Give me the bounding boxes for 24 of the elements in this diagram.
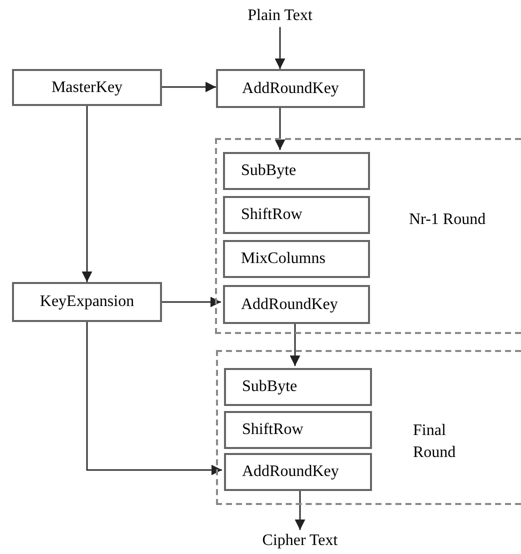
arrow [290, 322, 300, 366]
round-label: Final Round [413, 421, 457, 463]
process-box: ShiftRow [223, 196, 370, 234]
process-box: MixColumns [223, 240, 370, 278]
process-box: MasterKey [12, 69, 162, 106]
text-label: Cipher Text [250, 530, 350, 552]
arrow [162, 82, 216, 92]
process-box: AddRoundKey [223, 285, 370, 324]
dashed-round-group [216, 350, 521, 505]
arrow [274, 108, 286, 150]
process-box: SubByte [223, 152, 370, 190]
arrow [274, 27, 286, 69]
arrow [294, 489, 306, 530]
arrow [82, 106, 92, 282]
process-box: ShiftRow [224, 411, 372, 449]
dashed-round-group [215, 138, 521, 334]
process-box: AddRoundKey [216, 69, 365, 108]
round-label: Nr-1 Round [409, 210, 486, 230]
text-label: Plain Text [235, 5, 325, 27]
process-box: AddRoundKey [224, 453, 372, 491]
arrow [86, 322, 222, 476]
arrow [162, 296, 221, 308]
process-box: KeyExpansion [12, 282, 162, 322]
process-box: SubByte [224, 368, 372, 406]
